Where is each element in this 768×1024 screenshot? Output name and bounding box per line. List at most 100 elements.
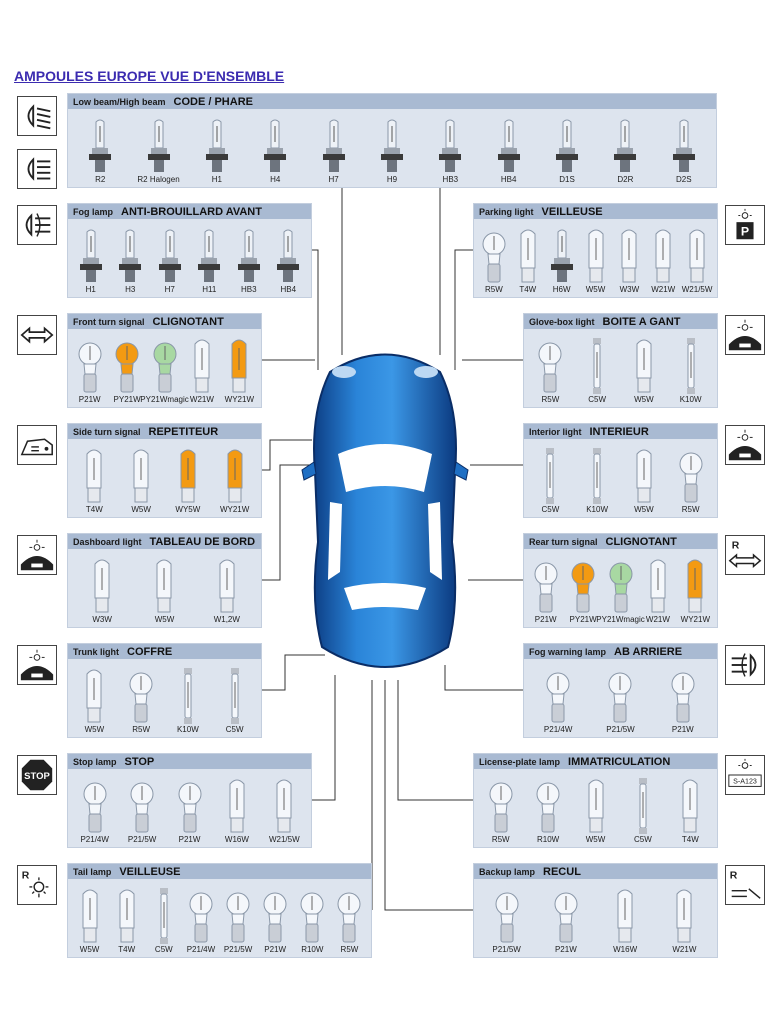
bulb-label: R2 xyxy=(95,175,106,184)
bulb-image xyxy=(336,888,362,944)
bulb-image xyxy=(488,778,514,834)
bulb-label: W21W xyxy=(672,945,697,954)
interior-light-icon xyxy=(725,425,765,465)
bulb-item: W1,2W xyxy=(196,558,258,624)
bulb-label: W21W xyxy=(645,615,670,624)
side-repeater-icon xyxy=(17,425,57,465)
bulb-image xyxy=(535,778,561,834)
bulb-item: K10W xyxy=(574,448,621,514)
bulb-item: C5W xyxy=(574,338,621,404)
panel-title-en: Dashboard light xyxy=(73,536,142,547)
bulb-item: W3W xyxy=(612,228,646,294)
panel-title-en: Parking light xyxy=(479,206,534,217)
bulb-image xyxy=(543,448,557,504)
panel-title-en: Trunk light xyxy=(73,646,119,657)
panel-title-en: Front turn signal xyxy=(73,316,145,327)
bulb-item: P21/4W xyxy=(527,668,589,734)
bulb-label: R10W xyxy=(536,835,560,844)
windshield xyxy=(338,444,432,492)
bulb-image xyxy=(146,118,172,174)
mirror-left xyxy=(301,461,317,481)
bulb-image xyxy=(686,228,708,284)
panel-title-fr: STOP xyxy=(124,755,155,768)
bulb-image xyxy=(262,118,288,174)
bulb-label: W21W xyxy=(651,285,676,294)
bulb-item: T4W xyxy=(71,448,118,514)
panel-title-en: Backup lamp xyxy=(479,866,536,877)
bulb-item: R5W xyxy=(118,668,165,734)
bulb-image xyxy=(496,118,522,174)
bulb-image xyxy=(585,778,607,834)
bulb-item: P21/5W xyxy=(589,668,651,734)
bulb-label: P21/5W xyxy=(606,725,635,734)
bulb-item: P21/4W xyxy=(182,888,219,954)
bulb-label: W5W xyxy=(634,395,654,404)
panel-title-fr: AB ARRIERE xyxy=(614,645,683,658)
bulb-item: K10W xyxy=(667,338,714,404)
bulb-label: WY5W xyxy=(175,505,201,514)
bulb-item: W21W xyxy=(655,888,714,954)
bulb-image xyxy=(83,448,105,504)
rear-turn-icon: R xyxy=(725,535,765,575)
bulb-item: R5W xyxy=(667,448,714,514)
bulb-label: W5W xyxy=(131,505,151,514)
bulb-image xyxy=(607,668,633,724)
bulb-item: H6W xyxy=(545,228,579,294)
bulb-item: P21W xyxy=(166,778,213,844)
bulb-image xyxy=(585,228,607,284)
bulb-label: P21W xyxy=(554,945,577,954)
bulb-label: W16W xyxy=(613,945,638,954)
svg-text:STOP: STOP xyxy=(24,771,50,782)
bulb-item: T4W xyxy=(667,778,714,844)
bulb-label: W21W xyxy=(189,395,214,404)
bulb-item: PY21W xyxy=(564,558,601,624)
bulb-item: W21W xyxy=(639,558,676,624)
bulb-label: W5W xyxy=(585,285,606,294)
trunk-light-icon xyxy=(17,645,57,685)
bulb-label: K10W xyxy=(176,725,199,734)
bulb-image xyxy=(633,448,655,504)
bulb-image xyxy=(152,338,178,394)
bulb-item: W5W xyxy=(71,888,108,954)
bulb-image xyxy=(228,668,242,724)
bulb-item: HB4 xyxy=(480,118,538,184)
bulb-item: WY21W xyxy=(677,558,714,624)
bulb-label: WY21W xyxy=(224,395,254,404)
panel-title-en: Interior light xyxy=(529,426,582,437)
panel-title-en: Fog lamp xyxy=(73,206,113,217)
bulb-label: W5W xyxy=(154,615,175,624)
bulb-image xyxy=(130,448,152,504)
bulb-item: D2R xyxy=(596,118,654,184)
bulb-label: R5W xyxy=(132,725,151,734)
headlight-right xyxy=(414,366,438,378)
svg-text:R: R xyxy=(732,540,740,551)
tail-lamp-icon: R xyxy=(17,865,57,905)
bulb-label: H9 xyxy=(386,175,398,184)
bulb-item: H9 xyxy=(363,118,421,184)
bulb-item: WY21W xyxy=(211,448,258,514)
bulb-label: P21/5W xyxy=(127,835,157,844)
panel-title-fr: RECUL xyxy=(543,865,581,878)
connector-line xyxy=(384,680,473,911)
bulb-label: P21W xyxy=(178,835,201,844)
svg-text:S-A123: S-A123 xyxy=(733,778,757,786)
bulb-image xyxy=(78,228,104,284)
bulb-label: C5W xyxy=(225,725,244,734)
bulb-image xyxy=(299,888,325,944)
bulb-label: W16W xyxy=(224,835,249,844)
bulb-item: H1 xyxy=(71,228,111,294)
bulb-label: T4W xyxy=(85,505,103,514)
bulb-image xyxy=(91,558,113,614)
bulb-item: H7 xyxy=(150,228,190,294)
bulb-item: R10W xyxy=(294,888,331,954)
